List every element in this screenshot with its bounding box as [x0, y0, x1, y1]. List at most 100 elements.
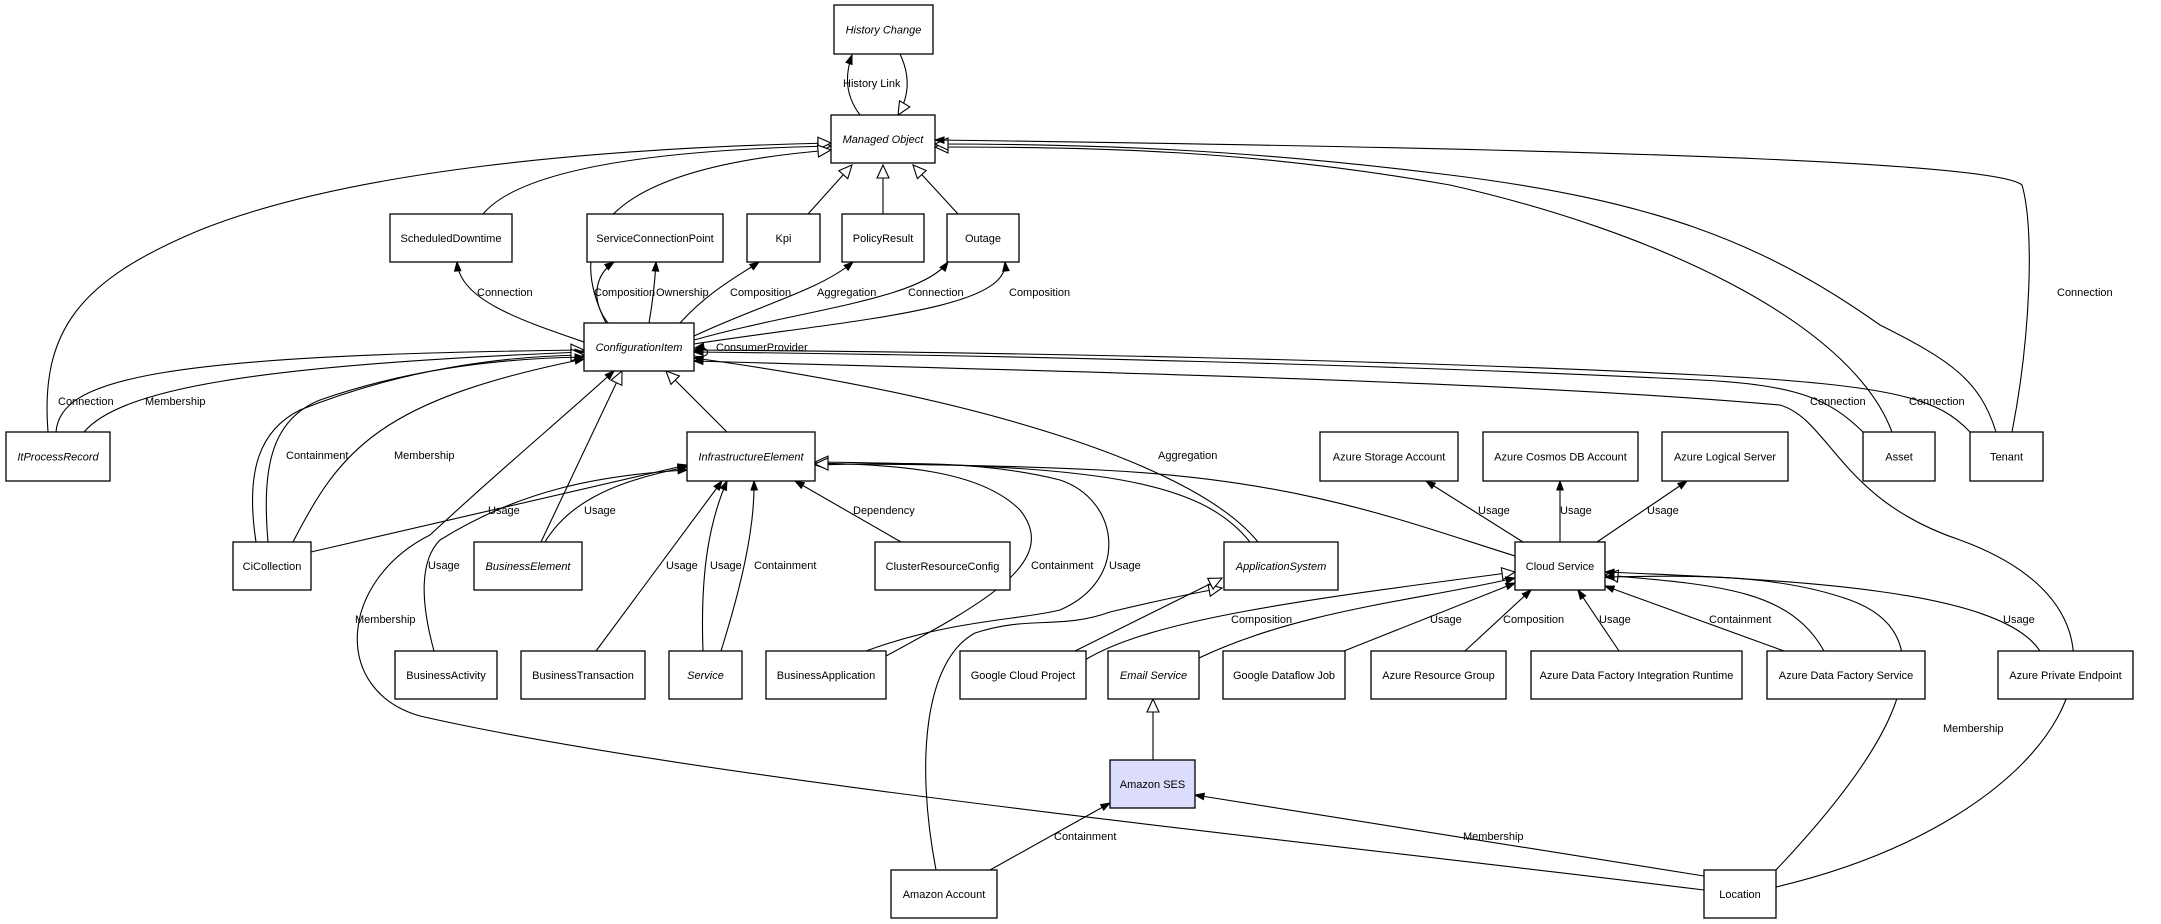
class-node-cic[interactable]: CiCollection — [232, 541, 312, 591]
class-box[interactable] — [890, 869, 998, 919]
class-box[interactable] — [668, 650, 743, 700]
inheritance-arrow-icon — [1500, 566, 1517, 581]
class-box[interactable] — [686, 431, 816, 482]
class-node-out[interactable]: Outage — [946, 213, 1020, 263]
class-box[interactable] — [520, 650, 646, 700]
class-node-adfir[interactable]: Azure Data Factory Integration Runtime — [1530, 650, 1743, 700]
class-node-ipr[interactable]: ItProcessRecord — [5, 431, 111, 482]
class-box[interactable] — [1514, 541, 1606, 591]
class-node-ie[interactable]: InfrastructureElement — [686, 431, 816, 482]
class-box[interactable] — [1997, 650, 2134, 700]
class-box[interactable] — [1222, 650, 1346, 700]
class-box[interactable] — [232, 541, 312, 591]
class-node-loc[interactable]: Location — [1703, 869, 1777, 919]
class-box[interactable] — [1530, 650, 1743, 700]
class-box[interactable] — [1661, 431, 1789, 482]
edge-label: Connection — [1810, 396, 1866, 408]
class-name: PolicyResult — [853, 233, 914, 245]
class-box[interactable] — [1969, 431, 2044, 482]
edge-loc-to-ses: Membership — [1193, 792, 1705, 877]
class-node-cs[interactable]: Cloud Service — [1514, 541, 1606, 591]
class-node-scp[interactable]: ServiceConnectionPoint — [586, 213, 724, 263]
edge-label: Containment — [1031, 560, 1093, 572]
edge-line — [693, 261, 854, 337]
edge-line — [814, 462, 1032, 657]
edge-label: Composition — [1231, 614, 1292, 626]
class-name: Email Service — [1120, 670, 1187, 682]
class-node-crc[interactable]: ClusterResourceConfig — [874, 541, 1011, 591]
class-box[interactable] — [583, 322, 695, 372]
class-node-bt[interactable]: BusinessTransaction — [520, 650, 646, 700]
class-box[interactable] — [830, 114, 936, 164]
class-name: Google Dataflow Job — [1233, 670, 1335, 682]
class-node-asa[interactable]: Azure Storage Account — [1319, 431, 1459, 482]
class-box[interactable] — [1319, 431, 1459, 482]
class-box[interactable] — [1862, 431, 1936, 482]
class-node-be[interactable]: BusinessElement — [473, 541, 583, 591]
class-node-ast[interactable]: Asset — [1862, 431, 1936, 482]
edge-label: Membership — [1463, 831, 1524, 843]
class-box[interactable] — [1223, 541, 1339, 591]
inheritance-arrow-icon — [837, 164, 853, 180]
class-name: Azure Data Factory Integration Runtime — [1540, 670, 1734, 682]
class-node-ten[interactable]: Tenant — [1969, 431, 2044, 482]
class-node-es[interactable]: Email Service — [1107, 650, 1200, 700]
class-name: Managed Object — [843, 134, 925, 146]
class-node-gcp[interactable]: Google Cloud Project — [959, 650, 1087, 700]
class-node-ses[interactable]: Amazon SES — [1109, 759, 1196, 809]
class-node-svc[interactable]: Service — [668, 650, 743, 700]
class-node-bact[interactable]: BusinessActivity — [394, 650, 498, 700]
edge-ape-to-cs: Usage — [1603, 568, 2041, 652]
class-box[interactable] — [1703, 869, 1777, 919]
class-box[interactable] — [841, 213, 925, 263]
class-name: Azure Private Endpoint — [2009, 670, 2122, 682]
edge-label: Usage — [710, 560, 742, 572]
class-node-adfs[interactable]: Azure Data Factory Service — [1766, 650, 1926, 700]
class-name: BusinessActivity — [406, 670, 486, 682]
edge-line — [482, 145, 832, 215]
class-box[interactable] — [586, 213, 724, 263]
class-node-sd[interactable]: ScheduledDowntime — [389, 213, 513, 263]
class-node-ape[interactable]: Azure Private Endpoint — [1997, 650, 2134, 700]
class-box[interactable] — [746, 213, 821, 263]
inheritance-arrow-icon — [876, 163, 890, 179]
class-node-arg[interactable]: Azure Resource Group — [1370, 650, 1507, 700]
class-node-bapp[interactable]: BusinessApplication — [765, 650, 887, 700]
class-box[interactable] — [946, 213, 1020, 263]
class-box[interactable] — [1766, 650, 1926, 700]
class-box[interactable] — [833, 4, 934, 55]
class-box[interactable] — [394, 650, 498, 700]
class-box[interactable] — [1370, 650, 1507, 700]
class-box[interactable] — [1109, 759, 1196, 809]
class-node-ci[interactable]: ConfigurationItem — [583, 322, 695, 372]
class-box[interactable] — [473, 541, 583, 591]
edge-label: Connection — [58, 396, 114, 408]
edge-line — [989, 802, 1111, 871]
association-arrow-icon — [453, 260, 462, 272]
edge-line — [934, 146, 1893, 433]
class-box[interactable] — [874, 541, 1011, 591]
class-node-als[interactable]: Azure Logical Server — [1661, 431, 1789, 482]
class-box[interactable] — [959, 650, 1087, 700]
class-box[interactable] — [1107, 650, 1200, 700]
class-box[interactable] — [1482, 431, 1639, 482]
class-box[interactable] — [765, 650, 887, 700]
class-node-as[interactable]: ApplicationSystem — [1223, 541, 1339, 591]
association-arrow-icon — [933, 136, 945, 145]
class-node-aa[interactable]: Amazon Account — [890, 869, 998, 919]
edge-ie-to-ci — [665, 370, 728, 433]
association-arrow-icon — [1603, 585, 1616, 593]
class-node-kpi[interactable]: Kpi — [746, 213, 821, 263]
inheritance-arrow-icon — [897, 99, 911, 117]
edge-label: Aggregation — [817, 287, 876, 299]
class-box[interactable] — [5, 431, 111, 482]
class-box[interactable] — [389, 213, 513, 263]
class-node-gdj[interactable]: Google Dataflow Job — [1222, 650, 1346, 700]
class-node-hc[interactable]: History Change — [833, 4, 934, 55]
association-arrow-icon — [692, 346, 704, 354]
class-node-pr[interactable]: PolicyResult — [841, 213, 925, 263]
class-node-cos[interactable]: Azure Cosmos DB Account — [1482, 431, 1639, 482]
class-node-mo[interactable]: Managed Object — [830, 114, 936, 164]
association-arrow-icon — [603, 261, 616, 271]
